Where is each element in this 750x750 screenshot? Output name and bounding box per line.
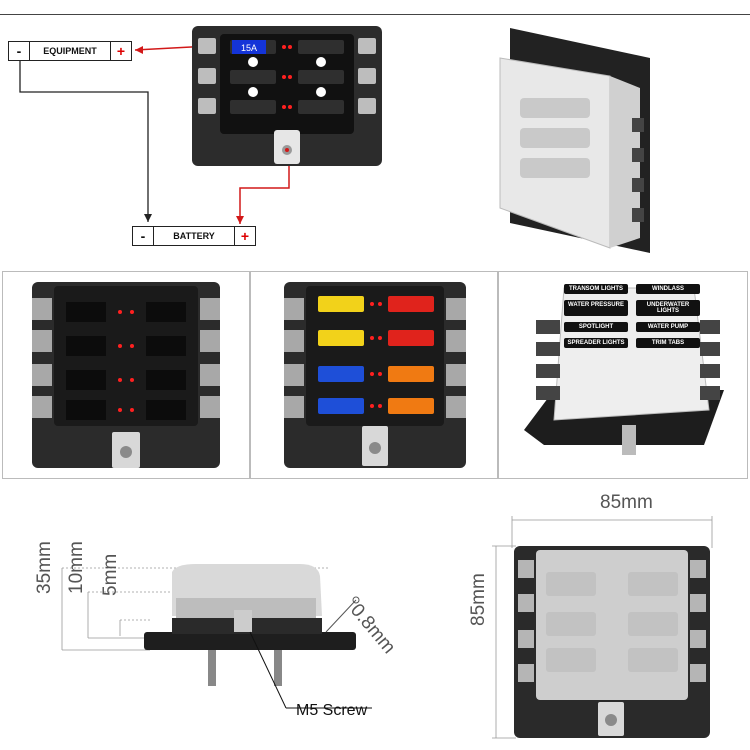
labeled-fuse-box-photo [524,287,724,455]
empty-fuse-block-photo [32,282,220,468]
equipment-box: - EQUIPMENT + [8,41,132,61]
covered-fuse-box-photo [499,28,650,253]
labeled-box-labels: TRANSOM LIGHTS WINDLASS WATER PRESSURE U… [564,284,700,348]
fused-block-photo [284,282,466,468]
circuit-label: WINDLASS [636,284,700,294]
top-dimension-diagram [492,516,713,739]
battery-label: BATTERY [153,227,235,245]
screw-label: M5 Screw [296,702,368,719]
height-total-label: 35mm [34,541,55,594]
circuit-label: WATER PRESSURE [564,300,628,316]
circuit-label: WATER PUMP [636,322,700,332]
width-label: 85mm [600,492,653,513]
equipment-label: EQUIPMENT [29,42,111,60]
height-base-label: 5mm [100,553,121,596]
circuit-label: UNDERWATER LIGHTS [636,300,700,316]
minus-sign: - [16,43,22,59]
height-cover-label: 10mm [66,541,87,594]
fuse-rating-label: 15A [241,43,257,53]
side-dimension-diagram [61,564,372,709]
plus-sign: + [116,43,126,59]
top-divider [0,14,750,15]
fuse-block-diagram: 15A [192,26,382,166]
plus-sign: + [240,228,250,244]
circuit-label: SPREADER LIGHTS [564,338,628,348]
circuit-label: TRIM TABS [636,338,700,348]
circuit-label: SPOTLIGHT [564,322,628,332]
depth-label: 85mm [468,573,489,626]
minus-sign: - [140,228,146,244]
battery-box: - BATTERY + [132,226,256,246]
circuit-label: TRANSOM LIGHTS [564,284,628,294]
